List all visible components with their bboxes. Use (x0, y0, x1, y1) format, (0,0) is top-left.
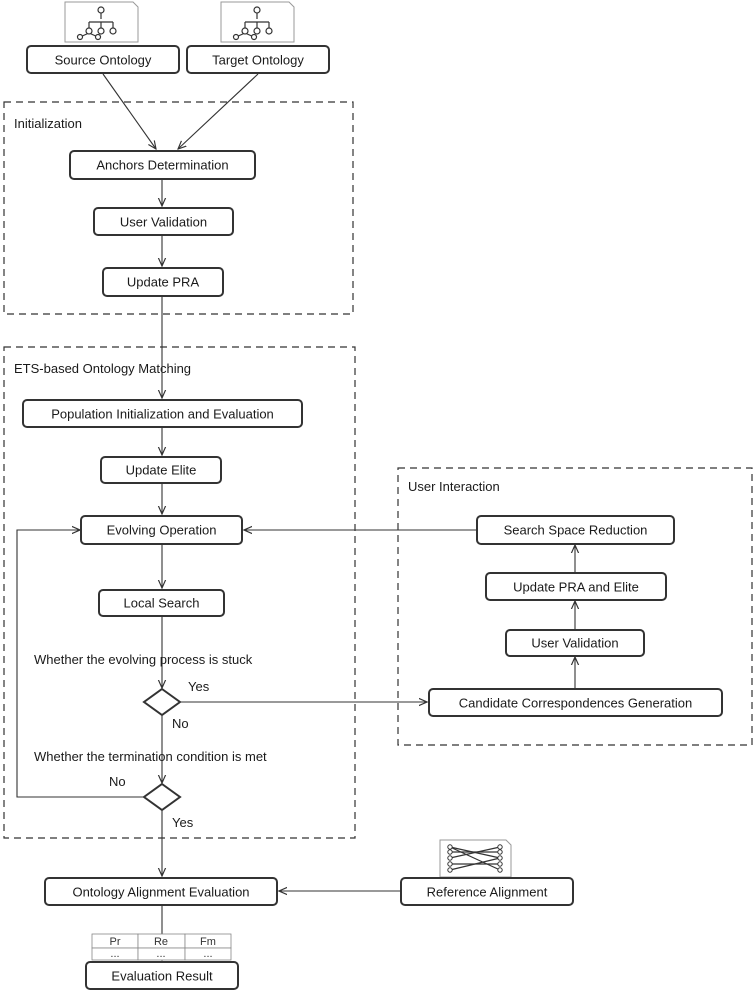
group-label-initialization: Initialization (14, 116, 82, 131)
decision-stuck: Whether the evolving process is stuck Ye… (34, 652, 253, 731)
node-local-search: Local Search (98, 589, 225, 617)
table-header-re: Re (154, 936, 168, 948)
node-candidate-generation: Candidate Correspondences Generation (428, 688, 723, 717)
node-search-space-reduction: Search Space Reduction (476, 515, 675, 545)
label-search-space-reduction: Search Space Reduction (504, 523, 648, 538)
node-source-ontology: Source Ontology (26, 45, 180, 74)
table-cell-fm: ... (203, 948, 212, 960)
table-cell-pr: ... (110, 948, 119, 960)
table-header-fm: Fm (200, 936, 216, 948)
label-user-validation-init: User Validation (120, 215, 207, 230)
label-evolving-operation: Evolving Operation (107, 523, 217, 538)
label-target-ontology: Target Ontology (212, 53, 304, 68)
table-cell-re: ... (156, 948, 165, 960)
label-update-elite: Update Elite (126, 463, 197, 478)
node-evaluation-result: Evaluation Result (85, 961, 239, 990)
reference-alignment-icon (439, 839, 512, 878)
group-ets-matching: ETS-based Ontology Matching (3, 346, 356, 839)
decision-termination-question: Whether the termination condition is met (34, 749, 267, 764)
label-local-search: Local Search (124, 596, 200, 611)
node-update-pra-elite: Update PRA and Elite (485, 572, 667, 601)
group-initialization: Initialization (3, 101, 354, 315)
node-update-elite: Update Elite (100, 456, 222, 484)
label-evaluation-result: Evaluation Result (111, 969, 213, 984)
decision-termination-yes: Yes (172, 815, 194, 830)
node-population-initialization: Population Initialization and Evaluation (22, 399, 303, 428)
node-anchors-determination: Anchors Determination (69, 150, 256, 180)
label-reference-alignment: Reference Alignment (427, 885, 548, 900)
node-user-validation-ui: User Validation (505, 629, 645, 657)
result-table: Pr Re Fm ... ... ... (91, 933, 232, 961)
decision-termination-no: No (109, 774, 126, 789)
label-candidate-generation: Candidate Correspondences Generation (459, 696, 692, 711)
edges (16, 73, 575, 960)
decision-termination: Whether the termination condition is met… (34, 749, 267, 830)
group-user-interaction: User Interaction (397, 467, 753, 746)
group-label-ets: ETS-based Ontology Matching (14, 361, 191, 376)
node-user-validation-init: User Validation (93, 207, 234, 236)
label-update-pra: Update PRA (127, 275, 200, 290)
edge-termination-no-loop (16, 530, 144, 798)
source-ontology-icon (64, 1, 139, 43)
node-evolving-operation: Evolving Operation (80, 515, 243, 545)
label-update-pra-elite: Update PRA and Elite (513, 580, 639, 595)
label-source-ontology: Source Ontology (55, 53, 152, 68)
target-ontology-icon (220, 1, 295, 43)
label-anchors-determination: Anchors Determination (96, 158, 228, 173)
label-population-initialization: Population Initialization and Evaluation (51, 407, 274, 422)
group-label-user-interaction: User Interaction (408, 479, 500, 494)
node-target-ontology: Target Ontology (186, 45, 330, 74)
label-ontology-alignment-evaluation: Ontology Alignment Evaluation (72, 885, 249, 900)
edge-source-to-anchors (102, 73, 156, 149)
label-user-validation-ui: User Validation (531, 636, 618, 651)
node-update-pra: Update PRA (102, 267, 224, 297)
node-reference-alignment: Reference Alignment (400, 877, 574, 906)
table-header-pr: Pr (110, 936, 121, 948)
decision-stuck-question: Whether the evolving process is stuck (34, 652, 253, 667)
edge-target-to-anchors (178, 73, 259, 149)
node-ontology-alignment-evaluation: Ontology Alignment Evaluation (44, 877, 278, 906)
decision-stuck-yes: Yes (188, 679, 210, 694)
decision-stuck-no: No (172, 716, 189, 731)
